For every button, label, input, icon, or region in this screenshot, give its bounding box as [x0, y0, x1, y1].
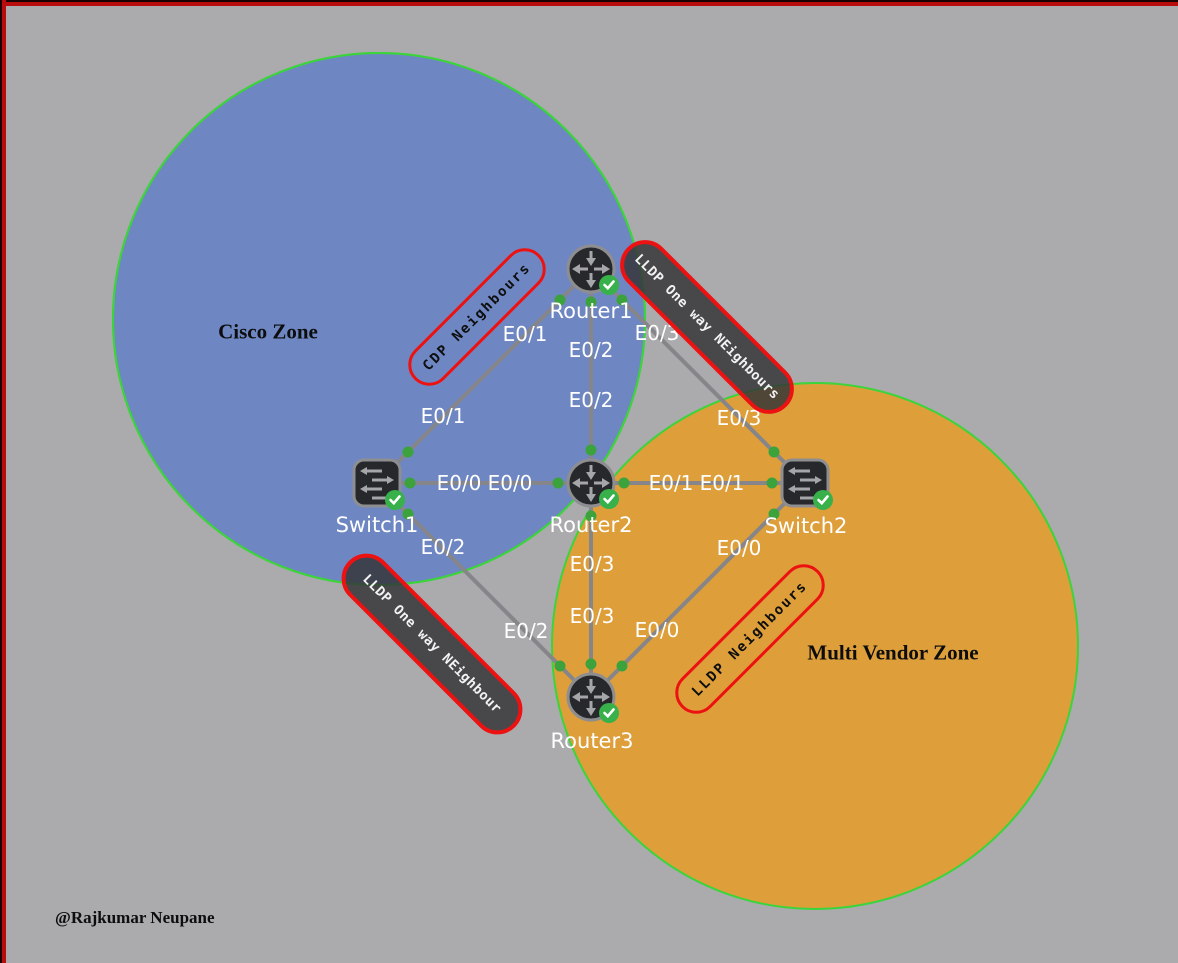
- status-up-badge: [813, 490, 833, 510]
- iface-label-r2-to-r3: E0/3: [569, 552, 615, 576]
- port-status-dot: [554, 294, 566, 306]
- device-switch2[interactable]: [780, 458, 833, 510]
- device-label-switch2[interactable]: Switch2: [764, 514, 848, 538]
- iface-label-r2-to-r1: E0/2: [568, 388, 614, 412]
- port-status-dot: [616, 660, 628, 672]
- status-up-badge: [599, 703, 619, 723]
- link-switch2-router3[interactable]: [589, 481, 807, 699]
- zone-label-multivendor: Multi Vendor Zone: [807, 640, 979, 665]
- iface-label-r1-to-r2: E0/2: [568, 338, 614, 362]
- port-status-dot: [768, 508, 780, 520]
- link-router1-switch1[interactable]: [375, 267, 593, 485]
- port-status-dot: [585, 510, 597, 522]
- port-status-dot: [766, 477, 778, 489]
- iface-label-s2-to-r2: E0/1: [699, 471, 745, 495]
- status-up-badge: [599, 489, 619, 509]
- port-status-dot: [404, 477, 416, 489]
- frame-border-left: [0, 0, 6, 963]
- zone-circle-multivendor[interactable]: [551, 382, 1079, 910]
- port-status-dot: [402, 446, 414, 458]
- credit-text: @Rajkumar Neupane: [55, 908, 215, 927]
- device-router3[interactable]: [565, 671, 619, 723]
- port-status-dot: [768, 446, 780, 458]
- port-status-dot: [585, 658, 597, 670]
- frame-border-top: [0, 0, 1178, 6]
- zone-label-cisco: Cisco Zone: [218, 319, 318, 344]
- iface-label-r1-to-s1: E0/1: [502, 322, 548, 346]
- device-router2[interactable]: [565, 457, 619, 509]
- device-label-router2[interactable]: Router2: [549, 513, 633, 537]
- iface-label-s1-to-r2: E0/0: [436, 471, 482, 495]
- device-label-router3[interactable]: Router3: [550, 729, 634, 753]
- port-status-dot: [554, 660, 566, 672]
- port-status-dot: [616, 294, 628, 306]
- device-switch1[interactable]: [352, 458, 405, 510]
- link-switch1-router3[interactable]: [375, 481, 593, 699]
- iface-label-s1-to-r3: E0/2: [420, 535, 466, 559]
- iface-label-r2-to-s1: E0/0: [487, 471, 533, 495]
- iface-label-s2-to-r3: E0/0: [716, 536, 762, 560]
- port-status-dot: [585, 444, 597, 456]
- link-router1-switch2[interactable]: [589, 267, 807, 485]
- device-router1[interactable]: [565, 243, 619, 295]
- status-up-badge: [599, 275, 619, 295]
- port-status-dot: [552, 477, 564, 489]
- port-status-dot: [618, 477, 630, 489]
- iface-label-r2-to-s2: E0/1: [648, 471, 694, 495]
- iface-label-r3-to-r2: E0/3: [569, 604, 615, 628]
- port-status-dot: [402, 508, 414, 520]
- port-status-dot: [585, 296, 597, 308]
- status-up-badge: [385, 490, 405, 510]
- iface-label-r3-to-s1: E0/2: [503, 619, 549, 643]
- iface-label-r3-to-s2: E0/0: [634, 618, 680, 642]
- device-label-switch1[interactable]: Switch1: [335, 513, 419, 537]
- iface-label-s2-to-r1: E0/3: [716, 406, 762, 430]
- iface-label-s1-to-r1: E0/1: [420, 404, 466, 428]
- device-label-router1[interactable]: Router1: [549, 299, 633, 323]
